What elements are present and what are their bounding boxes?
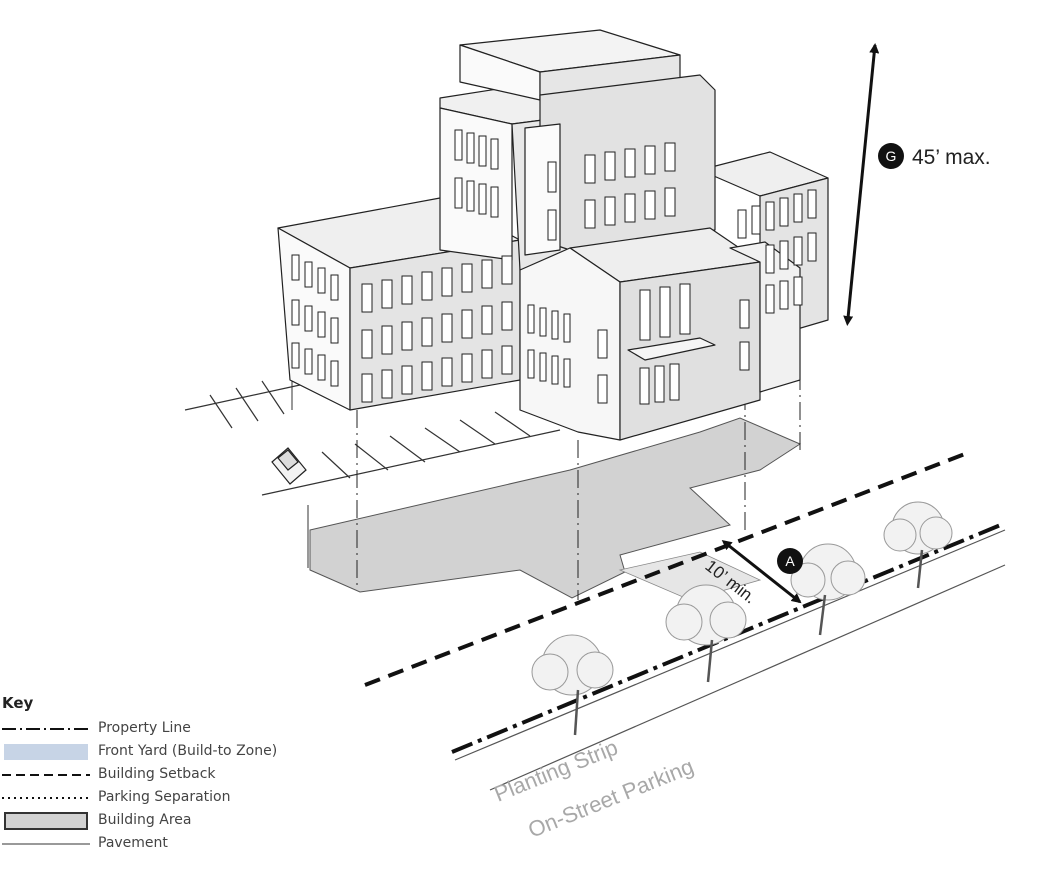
height-dimension-arrow — [843, 43, 880, 326]
legend-item-property-line: Property Line — [0, 718, 320, 740]
building-setback-swatch — [2, 774, 90, 776]
projection-lines — [356, 372, 801, 600]
property-line-swatch — [2, 728, 90, 730]
street-trees — [531, 501, 953, 736]
property-line — [451, 522, 1004, 754]
building-area — [309, 417, 802, 599]
callout-badge-g — [878, 143, 904, 169]
parking-separation-swatch — [2, 797, 90, 799]
legend: Key Property Line Front Yard (Build-to Z… — [0, 690, 320, 890]
windows — [291, 129, 817, 405]
legend-label: Building Setback — [98, 766, 216, 782]
legend-label: Property Line — [98, 720, 191, 736]
setback-dimension-arrow — [721, 540, 802, 604]
legend-item-parking-separation: Parking Separation — [0, 787, 320, 809]
legend-title: Key — [2, 694, 34, 712]
legend-label: Pavement — [98, 835, 168, 851]
callout-letter-a: A — [785, 553, 795, 569]
tree — [665, 584, 747, 683]
legend-label: Parking Separation — [98, 789, 231, 805]
legend-item-building-area: Building Area — [0, 810, 320, 832]
car — [271, 447, 307, 485]
pavement-swatch — [2, 843, 90, 845]
building-setback-line — [364, 450, 971, 687]
legend-item-pavement: Pavement — [0, 833, 320, 855]
height-callout: G 45’ max. — [878, 143, 991, 169]
legend-item-front-yard: Front Yard (Build-to Zone) — [0, 741, 320, 763]
height-limit-text: 45’ max. — [912, 146, 991, 169]
legend-label: Building Area — [98, 812, 192, 828]
tree — [883, 501, 953, 589]
callout-letter-g: G — [886, 148, 897, 164]
legend-label: Front Yard (Build-to Zone) — [98, 743, 278, 759]
building-area-swatch — [4, 812, 88, 830]
pavement-lines — [184, 380, 1006, 791]
callout-badge-a — [777, 548, 803, 574]
front-yard-swatch — [4, 744, 88, 760]
tree — [531, 634, 614, 736]
legend-item-building-setback: Building Setback — [0, 764, 320, 786]
